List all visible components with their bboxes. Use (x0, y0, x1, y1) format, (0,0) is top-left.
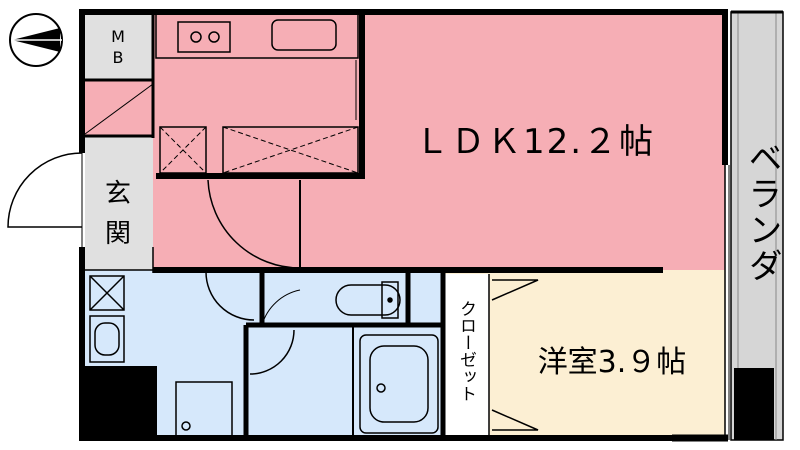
outer-walls (79, 9, 728, 441)
water-heater-icon (175, 381, 233, 437)
mb-area (85, 12, 153, 80)
mb-label-top: M (111, 27, 125, 46)
shower-storage (85, 366, 157, 436)
closet-area (443, 274, 489, 436)
bathtub-icon (359, 334, 439, 434)
shoe-cabinet-area (85, 80, 153, 136)
wet-area-walls (243, 270, 490, 438)
ldk-label: ＬＤＫ12.２帖 (415, 122, 655, 162)
kitchen (155, 12, 365, 179)
front-door (7, 152, 83, 247)
washbasin-icon (89, 315, 125, 363)
veranda-label: ベランダ (742, 140, 782, 284)
entrance-label-top: 玄 (105, 179, 131, 209)
toilet-icon (335, 281, 401, 319)
bottom-window (672, 434, 728, 442)
veranda: ベランダ (730, 10, 784, 441)
mb-label-bottom: B (113, 48, 124, 67)
north-arrow-icon (9, 13, 63, 67)
entrance-label-bottom: 関 (105, 219, 131, 249)
entrance-partitions (84, 12, 155, 138)
kitchen-cabinets (159, 126, 359, 174)
bath-door (249, 329, 295, 375)
kitchen-counter (155, 13, 359, 59)
western-room-label: 洋室3.９帖 (538, 345, 687, 380)
closet-label: クローゼット (456, 300, 476, 402)
veranda-outdoor-unit (734, 368, 774, 440)
stove-icon (177, 21, 231, 53)
western-room-area (443, 270, 725, 436)
washing-machine-icon (89, 275, 125, 311)
toilet-door (261, 289, 301, 326)
kitchen-sink-icon (271, 19, 337, 51)
entrance-area (85, 136, 153, 270)
ldk-door (207, 179, 301, 269)
washroom-door (205, 271, 255, 321)
closet-doors (491, 279, 539, 431)
